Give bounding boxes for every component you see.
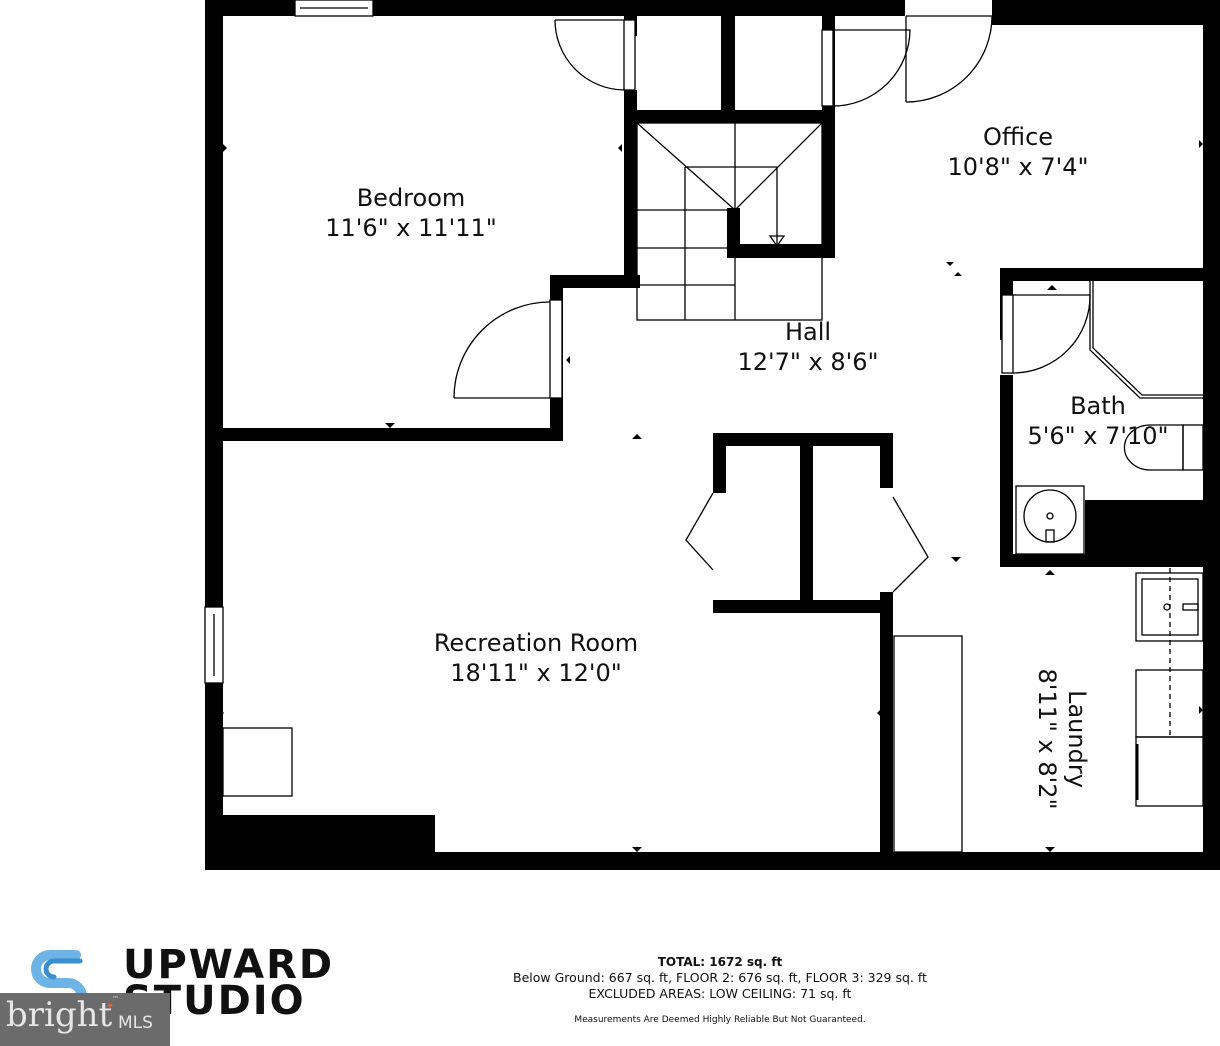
room-name: Hall xyxy=(784,318,832,346)
room-label-bath: Bath 5'6" x 7'10" xyxy=(1013,391,1183,451)
room-dimensions: 11'6" x 11'11" xyxy=(325,214,497,242)
room-name: Laundry xyxy=(1063,690,1091,788)
floorplan-drawing xyxy=(204,0,1220,870)
bright-star-icon: ✦ xyxy=(106,1001,115,1012)
fixtures xyxy=(204,0,1204,853)
logo-line-upward: UPWARD xyxy=(123,942,335,988)
room-dimensions: 5'6" x 7'10" xyxy=(1027,422,1169,450)
room-dimensions: 12'7" x 8'6" xyxy=(737,348,879,376)
room-label-recreation-room: Recreation Room 18'11" x 12'0" xyxy=(405,628,667,688)
trademark-symbol: ™ xyxy=(112,995,119,1003)
measurement-markers xyxy=(220,140,1203,852)
room-name: Recreation Room xyxy=(433,629,639,657)
floor-breakdown: Below Ground: 667 sq. ft, FLOOR 2: 676 s… xyxy=(513,970,927,985)
room-dimensions: 18'11" x 12'0" xyxy=(450,659,622,687)
bright-mls-badge: bright ✦ ™ MLS xyxy=(0,993,170,1046)
disclaimer: Measurements Are Deemed Highly Reliable … xyxy=(574,1015,866,1025)
mls-label: MLS xyxy=(118,1013,153,1033)
bright-wordmark: bright xyxy=(6,995,113,1035)
room-label-laundry: Laundry 8'11" x 8'2" xyxy=(1032,639,1092,839)
area-summary: TOTAL: 1672 sq. ft Below Ground: 667 sq.… xyxy=(470,954,970,1025)
room-dimensions: 8'11" x 8'2" xyxy=(1033,668,1061,810)
room-name: Bath xyxy=(1070,392,1126,420)
room-label-office: Office 10'8" x 7'4" xyxy=(918,122,1118,182)
room-name: Office xyxy=(982,123,1054,151)
room-label-hall: Hall 12'7" x 8'6" xyxy=(708,317,908,377)
room-dimensions: 10'8" x 7'4" xyxy=(947,153,1089,181)
room-label-bedroom: Bedroom 11'6" x 11'11" xyxy=(300,183,522,243)
excluded-areas: EXCLUDED AREAS: LOW CEILING: 71 sq. ft xyxy=(588,986,852,1001)
total-area: TOTAL: 1672 sq. ft xyxy=(657,955,783,969)
room-name: Bedroom xyxy=(356,184,466,212)
